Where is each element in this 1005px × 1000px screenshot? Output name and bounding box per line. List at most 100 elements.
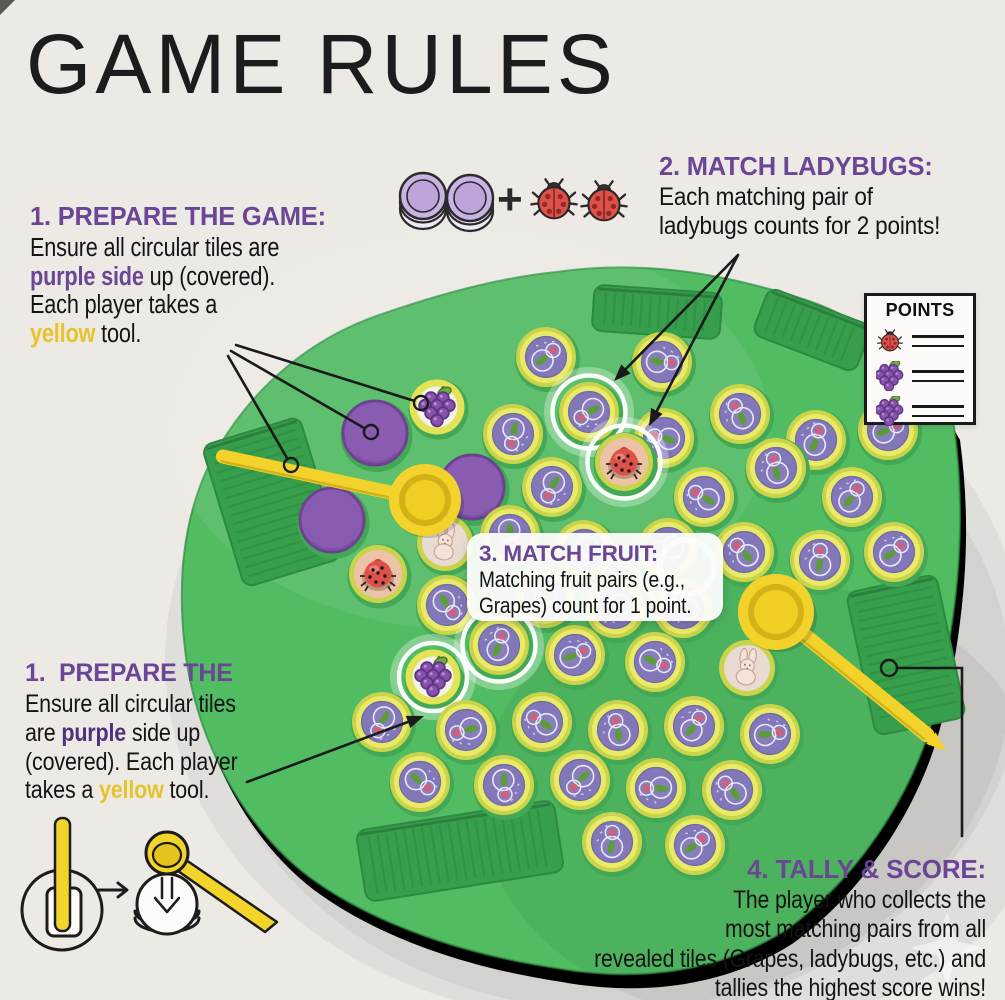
section-prepare-bottom: 1. PREPARE THE Ensure all circular tiles…: [25, 658, 335, 805]
tile-covered: [625, 758, 690, 823]
tile-covered: [549, 750, 614, 815]
tile-covered: [435, 700, 500, 765]
text-segment: tool.: [95, 319, 142, 348]
text-line: most matching pairs from all: [590, 915, 986, 944]
score-line: [912, 404, 964, 408]
score-line: [912, 414, 964, 418]
score-lines: [912, 404, 966, 418]
text-segment: yellow: [30, 319, 96, 348]
points-row: [876, 396, 966, 426]
tile-tray: [591, 284, 723, 340]
tile-covered: [701, 760, 766, 825]
text-segment: revealed tiles (Grapes, ladybugs, etc.) …: [594, 944, 986, 973]
text-segment: purple: [61, 718, 127, 747]
yellow-tool-left: [215, 449, 464, 538]
grapes-icon: [876, 361, 904, 391]
tiles-plus-ladybugs-icons: +: [398, 171, 628, 233]
text-segment: Grapes) count for 1 point.: [479, 592, 692, 618]
ladybug-icon: [877, 329, 903, 352]
text-segment: side up: [126, 718, 201, 747]
page-title: GAME RULES: [26, 17, 617, 111]
tile-covered: [745, 438, 810, 503]
text-segment: tallies the highest score wins!: [714, 974, 986, 1000]
tile-blank: [297, 486, 370, 559]
section-tally-score: 4. TALLY & SCORE: The player who collect…: [520, 854, 986, 1000]
ladybug-icon: [580, 180, 628, 222]
tile-covered: [673, 467, 738, 532]
points-card: POINTS: [864, 293, 976, 426]
purple-tile-stack-icon: [445, 173, 495, 233]
points-card-rows: [876, 326, 966, 426]
text-segment: Ensure all circular tiles: [25, 690, 236, 718]
text-segment: Ensure all circular tiles are: [30, 234, 280, 262]
text-line: ladybugs counts for 2 points!: [659, 212, 992, 241]
section-body: Matching fruit pairs (e.g.,Grapes) count…: [479, 567, 692, 618]
section-heading: 1. PREPARE THE GAME:: [30, 203, 326, 231]
text-line: Matching fruit pairs (e.g.,: [479, 567, 685, 593]
text-line: Each player takes a: [30, 291, 319, 320]
grapes-icon: [876, 396, 904, 426]
section-match-ladybugs: 2. MATCH LADYBUGS: Each matching pair of…: [659, 152, 1005, 241]
section-heading: 3. MATCH FRUIT:: [479, 541, 659, 566]
tile-ladybug-glow: [579, 417, 669, 507]
score-lines: [912, 369, 966, 383]
text-segment: takes a: [25, 776, 99, 805]
tile-covered: [624, 632, 689, 697]
text-line: Ensure all circular tiles are: [30, 234, 319, 263]
watermark-circle: [657, 537, 717, 597]
score-lines: [912, 334, 966, 348]
section-heading: 2. MATCH LADYBUGS:: [659, 153, 933, 181]
text-segment: (covered). Each player: [25, 747, 238, 776]
score-line: [912, 344, 964, 348]
score-line: [912, 379, 964, 383]
text-segment: purple side: [30, 262, 144, 291]
tile-covered: [473, 755, 538, 820]
text-segment: The player who collects the: [733, 886, 986, 914]
grapes-icon: [876, 361, 904, 391]
text-line: purple side up (covered).: [30, 263, 319, 292]
tool-pressing-tile-diagram: [133, 830, 279, 936]
grapes-tile-art: [418, 386, 456, 428]
tile-covered-glow: [544, 367, 634, 457]
tile-covered: [416, 575, 481, 640]
tile-covered: [709, 384, 774, 449]
text-segment: ladybugs counts for 2 points!: [659, 212, 941, 240]
text-line: The player who collects the: [590, 886, 986, 915]
tool-usage-diagram: [20, 816, 279, 952]
sparkle-watermark: [910, 912, 984, 984]
tile-covered: [482, 404, 547, 469]
text-line: Each matching pair of: [659, 183, 992, 212]
right-arrow-icon: [97, 881, 129, 899]
tile-bunny: [718, 640, 779, 701]
tile-covered: [515, 327, 580, 392]
watermark-circle: [647, 573, 679, 605]
grapes-tile-art: [414, 656, 452, 698]
tile-grapes: [408, 379, 469, 440]
tile-covered: [789, 530, 854, 595]
section-heading: 4. TALLY & SCORE:: [747, 854, 986, 884]
corner-mark: [0, 0, 15, 15]
text-line: revealed tiles (Grapes, ladybugs, etc.) …: [590, 945, 986, 974]
tile-covered: [631, 332, 696, 397]
tile-covered: [351, 692, 416, 757]
tile-covered: [713, 522, 778, 587]
text-segment: Each player takes a: [30, 291, 218, 319]
tile-covered: [863, 522, 928, 587]
ladybug-icon: [530, 178, 578, 220]
tile-covered: [821, 467, 886, 532]
text-line: are purple side up: [25, 719, 289, 748]
text-line: takes a yellow tool.: [25, 776, 289, 805]
tile-grapes-glow: [390, 634, 476, 720]
text-segment: up (covered).: [143, 262, 276, 291]
text-segment: are: [25, 718, 62, 747]
ladybug-icon: [877, 329, 903, 352]
tile-tray: [356, 800, 564, 902]
tile-covered: [389, 752, 454, 817]
text-line: Ensure all circular tiles: [25, 690, 289, 719]
text-segment: tool.: [163, 776, 210, 805]
